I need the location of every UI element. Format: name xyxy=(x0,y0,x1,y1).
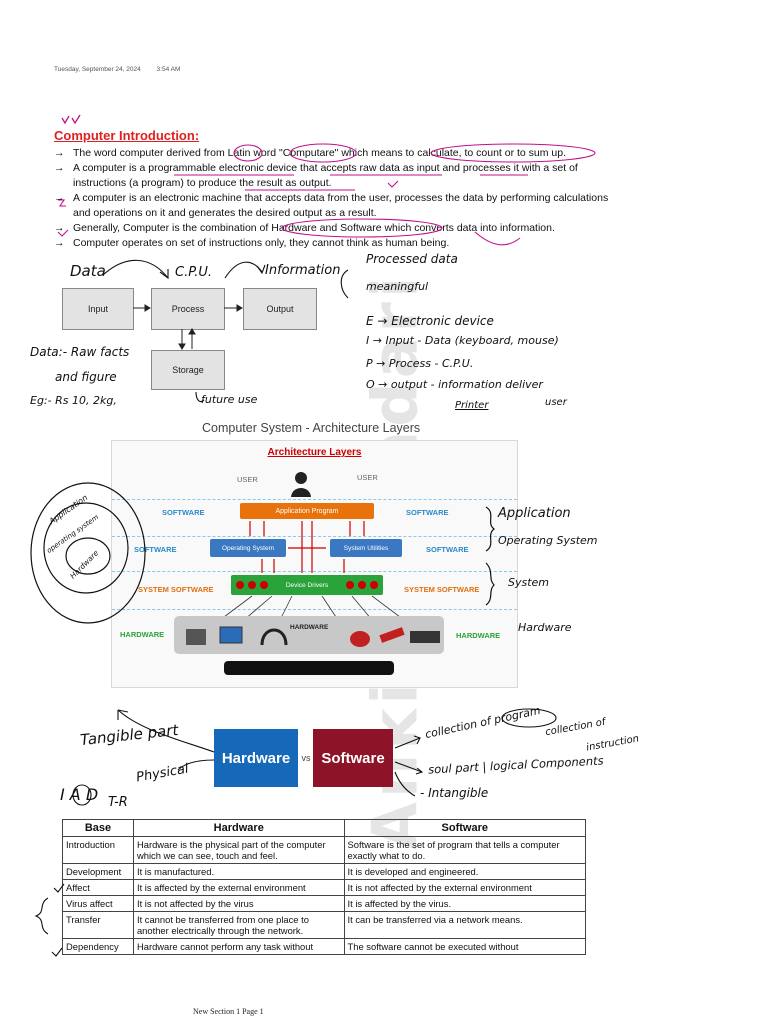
input-box: Input xyxy=(62,288,134,330)
arch-title: Computer System - Architecture Layers xyxy=(202,421,421,435)
hw-information: Information xyxy=(265,263,341,278)
hw-epio-p: P → Process - C.P.U. xyxy=(366,357,474,370)
bullet-3: →A computer is an electronic machine tha… xyxy=(54,192,609,219)
section-heading: Computer Introduction: xyxy=(54,128,200,143)
user-label-right: USER xyxy=(357,473,378,482)
tick-marks xyxy=(61,114,81,125)
hw-right-app: Application xyxy=(498,506,571,521)
header-hardware: Hardware xyxy=(132,819,345,837)
vs-label: vs xyxy=(301,753,311,763)
architecture-diagram: Architecture Layers USER USER SOFTWARE S… xyxy=(111,440,518,688)
user-label-left: USER xyxy=(237,475,258,484)
bullet-2: →A computer is a programmable electronic… xyxy=(54,162,578,189)
hw-epio-i: I → Input - Data (keyboard, mouse) xyxy=(366,334,559,347)
hardware-label-1: HARDWARE xyxy=(120,630,165,639)
user-icon xyxy=(290,471,312,497)
mouse-icon xyxy=(350,631,370,647)
date: Tuesday, September 24, 2024 xyxy=(54,66,141,73)
monitor-icon xyxy=(219,626,243,644)
software-label-4: SOFTWARE xyxy=(426,545,469,554)
software-box: Software xyxy=(313,729,393,787)
hw-epio-o: O → output - information deliver xyxy=(366,378,543,391)
arrow-icon: → xyxy=(54,147,65,159)
table-row: Dependency Hardware cannot perform any t… xyxy=(62,938,587,955)
hw-right-os: Operating System xyxy=(498,534,598,547)
hw-processed-data: Processed data xyxy=(366,252,458,266)
arrow-icon: → xyxy=(54,192,65,204)
hw-future-use: future use xyxy=(201,393,258,406)
hardware-label-2: HARDWARE xyxy=(456,631,501,640)
arrow-icon: → xyxy=(54,222,65,234)
arrow-icon: → xyxy=(54,162,65,174)
header-software: Software xyxy=(343,819,587,837)
process-box: Process xyxy=(151,288,225,330)
table-row: Transfer It cannot be transferred from o… xyxy=(62,911,587,939)
hw-tr: T-R xyxy=(108,795,128,810)
comparison-table: Base Hardware Software Introduction Hard… xyxy=(62,819,587,955)
redacted-bar xyxy=(224,661,394,675)
right-braces xyxy=(485,506,495,606)
application-program-box: Application Program xyxy=(240,503,374,519)
usb-drive-icon xyxy=(379,627,405,643)
bullet-5: →Computer operates on set of instruction… xyxy=(54,237,450,249)
keyboard-icon xyxy=(410,631,440,643)
arrow-icon: → xyxy=(54,237,65,249)
software-label-1: SOFTWARE xyxy=(162,508,205,517)
hardware-center-label: HARDWARE xyxy=(290,624,329,631)
software-label-2: SOFTWARE xyxy=(406,508,449,517)
table-header-row: Base Hardware Software xyxy=(62,819,587,837)
footer: New Section 1 Page 1 xyxy=(193,1007,264,1016)
storage-box: Storage xyxy=(151,350,225,390)
hw-data-eg: Eg:- Rs 10, 2kg, xyxy=(30,394,117,407)
hw-right-hw: Hardware xyxy=(518,621,572,634)
table-row: Virus affect It is not affected by the v… xyxy=(62,895,587,912)
output-box: Output xyxy=(243,288,317,330)
hw-meaningful: meaningful xyxy=(366,280,429,293)
table-row: Affect It is affected by the external en… xyxy=(62,879,587,896)
operating-system-box: Operating System xyxy=(210,539,286,557)
arch-header: Architecture Layers xyxy=(267,447,362,458)
hw-epio-e: E → Electronic device xyxy=(366,314,494,328)
table-row: Development It is manufactured. It is de… xyxy=(62,863,587,880)
system-software-label-2: SYSTEM SOFTWARE xyxy=(404,585,480,594)
hw-data-def-2: and figure xyxy=(55,370,117,384)
software-label-3: SOFTWARE xyxy=(134,545,177,554)
hw-cpu: C.P.U. xyxy=(175,265,213,280)
hw-user: user xyxy=(545,397,567,408)
system-utilities-box: System Utilities xyxy=(330,539,402,557)
device-drivers-box: Device Drivers xyxy=(231,575,383,595)
table-row: Introduction Hardware is the physical pa… xyxy=(62,836,587,864)
hw-intangible: - Intangible xyxy=(420,786,489,800)
headphones-icon xyxy=(260,628,288,646)
flow-arrows xyxy=(102,259,349,403)
printer-icon xyxy=(186,629,206,645)
hw-data: Data xyxy=(70,262,106,280)
time: 3:54 AM xyxy=(156,66,181,73)
header-base: Base xyxy=(62,819,134,837)
hw-iad: I A D xyxy=(60,785,99,804)
table-margin-ticks xyxy=(34,883,65,957)
hw-right-sys: System xyxy=(508,576,550,589)
hvs-arrows xyxy=(72,708,557,806)
system-software-label-1: SYSTEM SOFTWARE xyxy=(138,585,214,594)
hardware-box: Hardware xyxy=(214,729,298,787)
timestamp: Tuesday, September 24, 2024 3:54 AM xyxy=(54,66,194,73)
layers-sketch xyxy=(30,482,146,624)
hardware-devices xyxy=(186,626,440,647)
hw-printer: Printer xyxy=(455,400,489,411)
hw-data-def: Data:- Raw facts xyxy=(30,345,130,359)
